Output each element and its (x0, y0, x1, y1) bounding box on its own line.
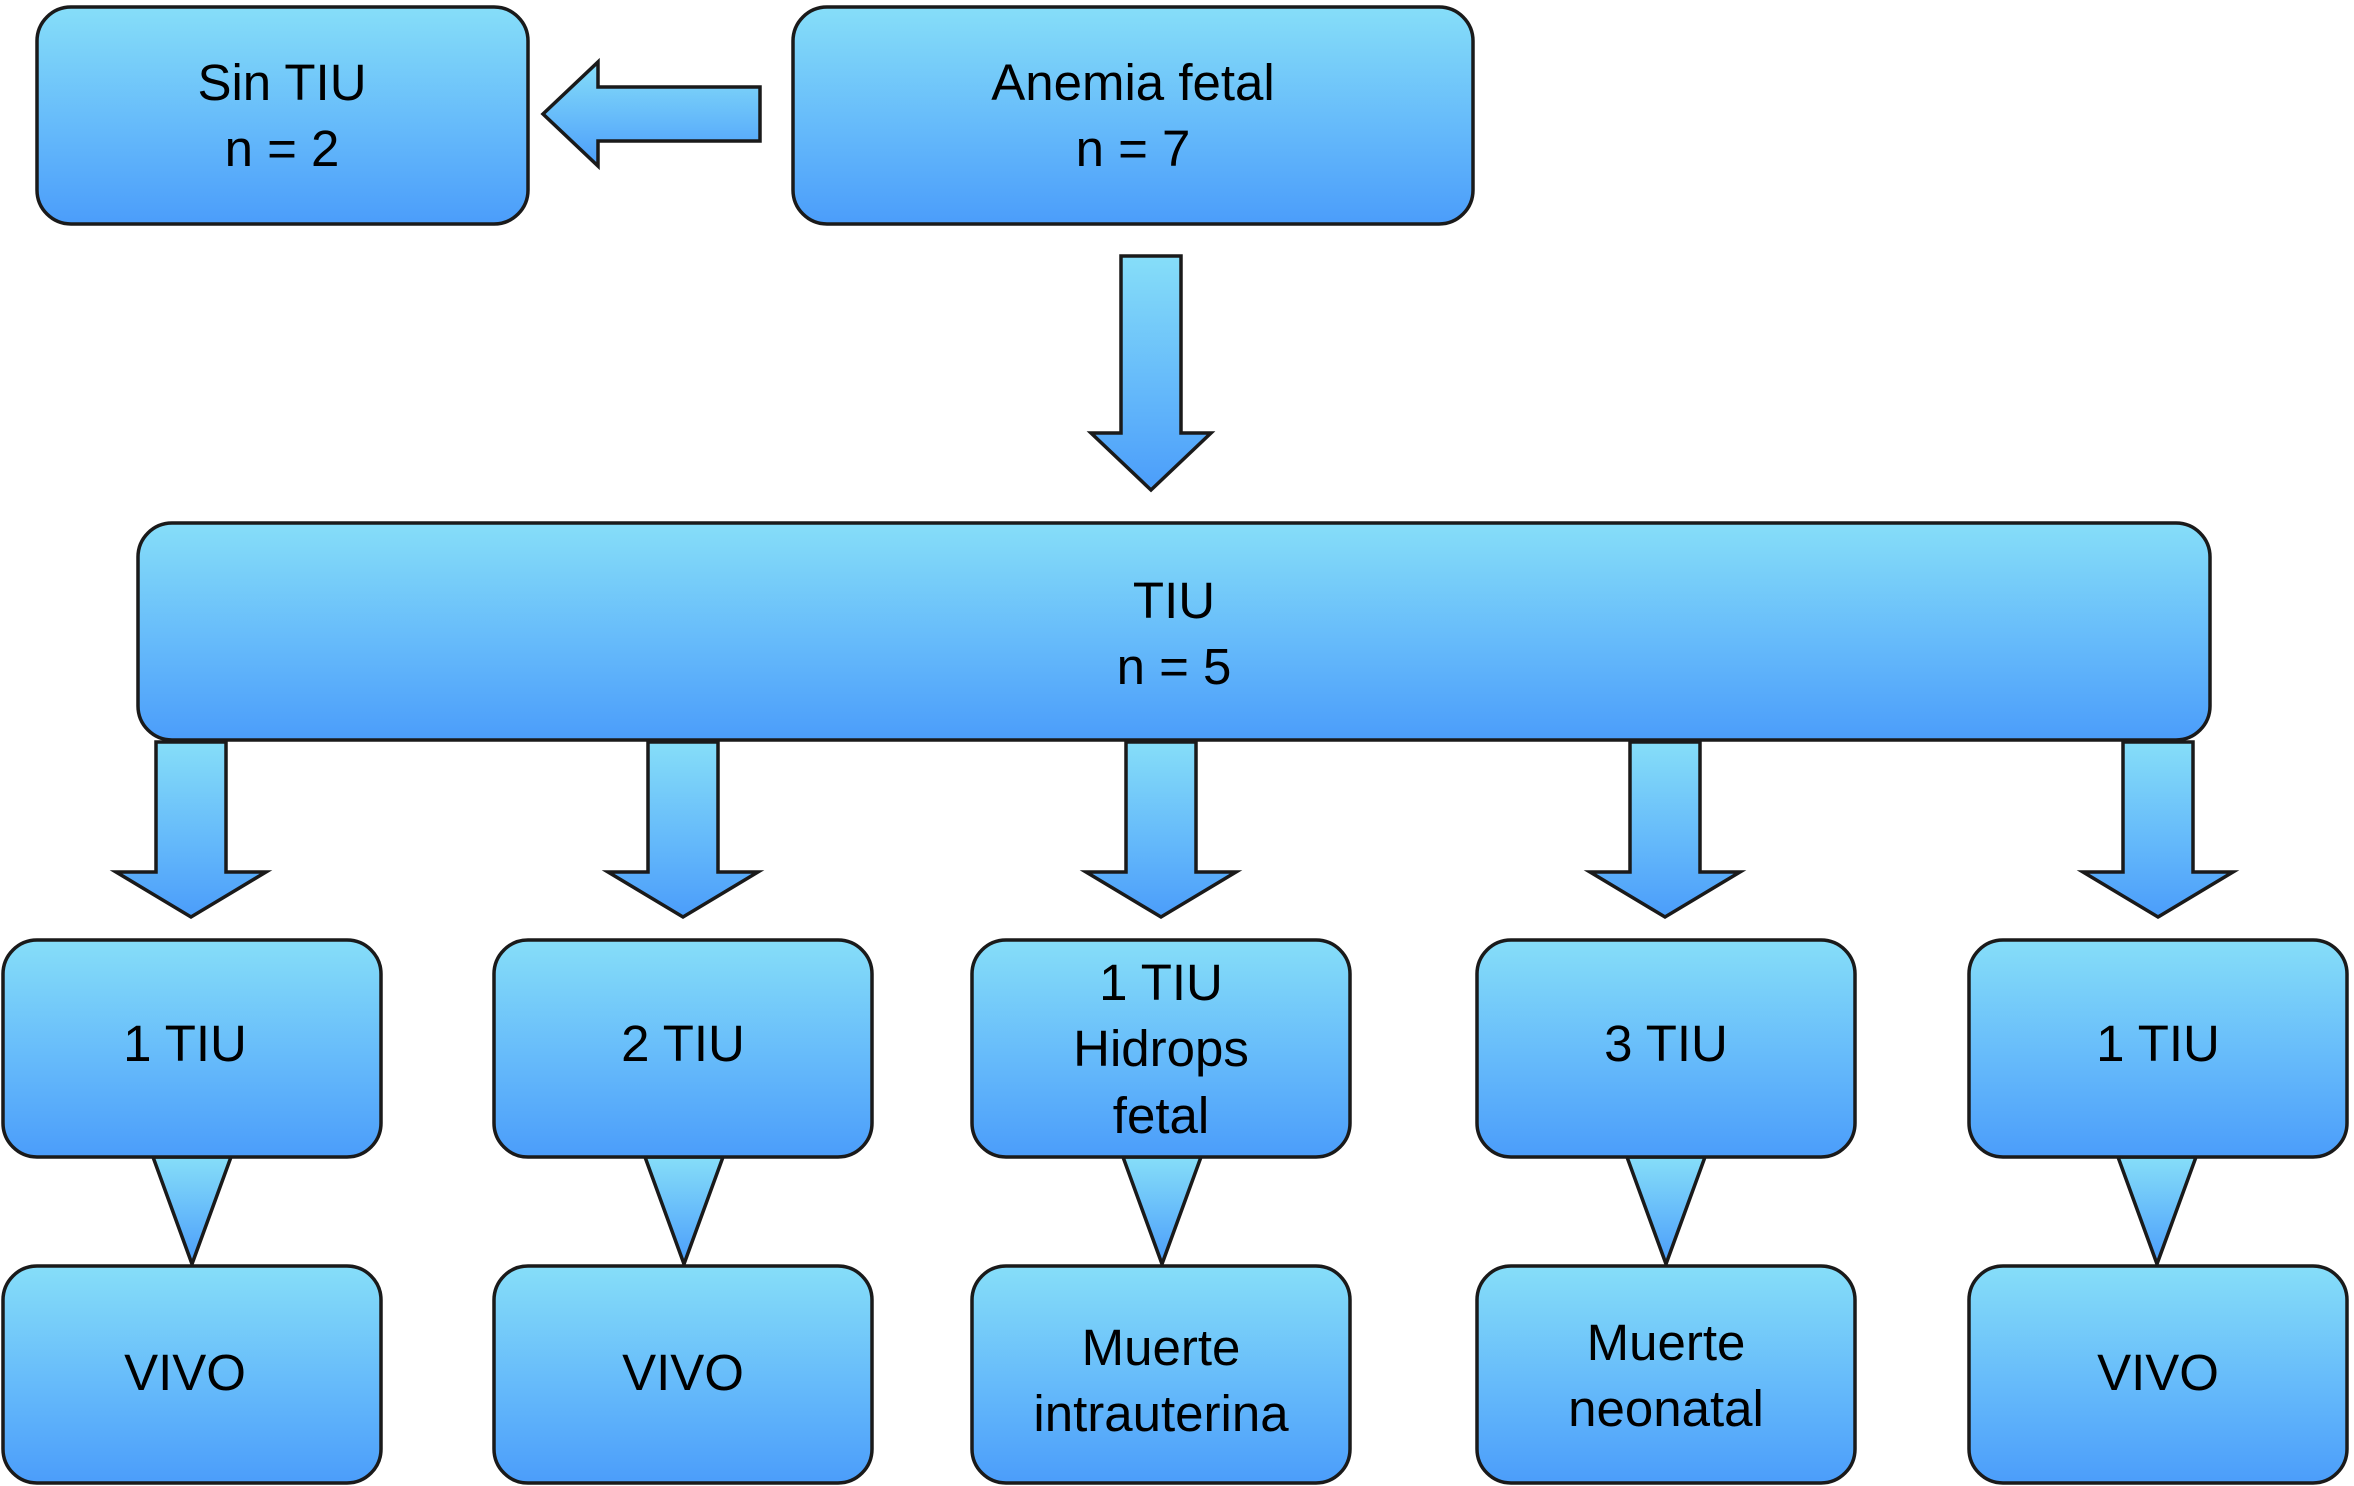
outcome-5-line-1: VIVO (2097, 1344, 2219, 1401)
box-sin-tiu: Sin TIU n = 2 (35, 5, 530, 226)
connector-5-icon (2115, 1155, 2199, 1270)
treatment-box-3: 1 TIU Hidrops fetal (970, 938, 1352, 1159)
sin-tiu-label: Sin TIU (197, 54, 366, 111)
box-tiu: TIU n = 5 (136, 521, 2212, 742)
branch-arrow-2-icon (601, 740, 765, 920)
treatment-row: 1 TIU 2 TIU 1 TIU Hidrops fetal 3 TIU 1 … (1, 938, 2349, 1159)
connector-1-icon (150, 1155, 234, 1270)
tiu-label: TIU (1133, 572, 1215, 629)
branch-arrow-4-icon (1583, 740, 1747, 920)
tiu-count: n = 5 (1117, 638, 1232, 695)
branch-arrow-3-icon (1079, 740, 1243, 920)
anemia-label: Anemia fetal (991, 54, 1275, 111)
treatment-box-2: 2 TIU (492, 938, 874, 1159)
branch-arrow-1-icon (109, 740, 273, 920)
branch-arrows (109, 740, 2240, 920)
outcome-box-4: Muerte neonatal (1475, 1264, 1857, 1485)
outcome-box-3: Muerte intrauterina (970, 1264, 1352, 1485)
treatment-box-4: 3 TIU (1475, 938, 1857, 1159)
outcome-box-2: VIVO (492, 1264, 874, 1485)
connector-2-icon (642, 1155, 726, 1270)
treatment-box-5: 1 TIU (1967, 938, 2349, 1159)
outcome-row: VIVO VIVO Muerte intrauterina Muerte neo… (1, 1264, 2349, 1485)
anemia-count: n = 7 (1076, 120, 1191, 177)
connector-4-icon (1624, 1155, 1708, 1270)
outcome-1-line-1: VIVO (124, 1344, 246, 1401)
branch-arrow-5-icon (2076, 740, 2240, 920)
arrow-down-icon (1086, 254, 1216, 493)
outcome-4-line-2: neonatal (1568, 1380, 1764, 1437)
treatment-2-line-1: 2 TIU (621, 1015, 745, 1072)
outcome-3-line-2: intrauterina (1033, 1385, 1289, 1442)
connectors (150, 1155, 2199, 1270)
sin-tiu-count: n = 2 (225, 120, 340, 177)
treatment-1-line-1: 1 TIU (123, 1015, 247, 1072)
outcome-2-line-1: VIVO (622, 1344, 744, 1401)
outcome-4-line-1: Muerte (1587, 1314, 1746, 1371)
treatment-5-line-1: 1 TIU (2096, 1015, 2220, 1072)
treatment-box-1: 1 TIU (1, 938, 383, 1159)
outcome-box-1: VIVO (1, 1264, 383, 1485)
box-anemia-fetal: Anemia fetal n = 7 (791, 5, 1475, 226)
arrow-left-icon (540, 57, 762, 171)
outcome-box-5: VIVO (1967, 1264, 2349, 1485)
connector-3-icon (1120, 1155, 1204, 1270)
outcome-3-line-1: Muerte (1082, 1319, 1241, 1376)
treatment-4-line-1: 3 TIU (1604, 1015, 1728, 1072)
treatment-3-line-1: 1 TIU (1099, 954, 1223, 1011)
treatment-3-line-3: fetal (1113, 1087, 1209, 1144)
treatment-3-line-2: Hidrops (1073, 1020, 1249, 1077)
